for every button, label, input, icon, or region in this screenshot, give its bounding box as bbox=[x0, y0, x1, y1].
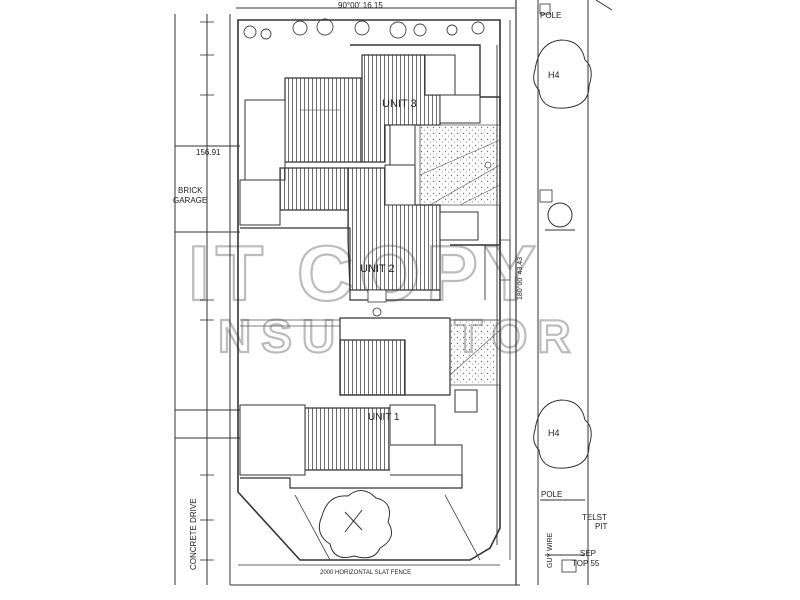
front-garden-tree bbox=[318, 490, 393, 559]
guy-wire-label: GUY WIRE bbox=[547, 532, 554, 568]
left-dimension-label: 156.91 bbox=[196, 148, 221, 157]
front-path-lines bbox=[294, 494, 481, 561]
fence-label: 2000 HORIZONTAL SLAT FENCE bbox=[320, 570, 411, 576]
landscape-area-2 bbox=[449, 319, 501, 386]
pole-label-bottom: POLE bbox=[541, 490, 562, 499]
sep-label: SEP bbox=[580, 549, 596, 558]
pit-label: PIT bbox=[595, 522, 608, 531]
unit-2-building bbox=[239, 164, 479, 317]
top-bearing-label: 90°00' 16.15 bbox=[338, 1, 383, 10]
right-bearing-label: 180°00' 43.43 bbox=[516, 257, 524, 300]
brick-label: BRICK bbox=[178, 186, 203, 195]
tree-label-bottom: H4 bbox=[548, 428, 560, 438]
pole-label-top: POLE bbox=[540, 11, 561, 20]
telst-label: TELST bbox=[582, 513, 607, 522]
tree-label-top: H4 bbox=[548, 70, 560, 80]
nature-strip bbox=[533, 0, 613, 585]
left-dimension-lines bbox=[174, 14, 240, 585]
boundary-shrubs bbox=[243, 18, 485, 40]
unit-2-label: UNIT 2 bbox=[360, 263, 395, 275]
unit-1-label: UNIT 1 bbox=[368, 412, 400, 423]
landscape-area bbox=[419, 124, 501, 206]
unit-3-building bbox=[244, 44, 501, 246]
unit-3-label: UNIT 3 bbox=[382, 98, 417, 110]
site-boundary bbox=[230, 0, 520, 586]
top-s-label: TOP 55 bbox=[572, 559, 600, 568]
driveway-strip bbox=[484, 45, 511, 545]
unit-1-building bbox=[239, 317, 478, 489]
garage-label: GARAGE bbox=[173, 196, 207, 205]
concrete-drive-label: CONCRETE DRIVE bbox=[189, 498, 198, 570]
